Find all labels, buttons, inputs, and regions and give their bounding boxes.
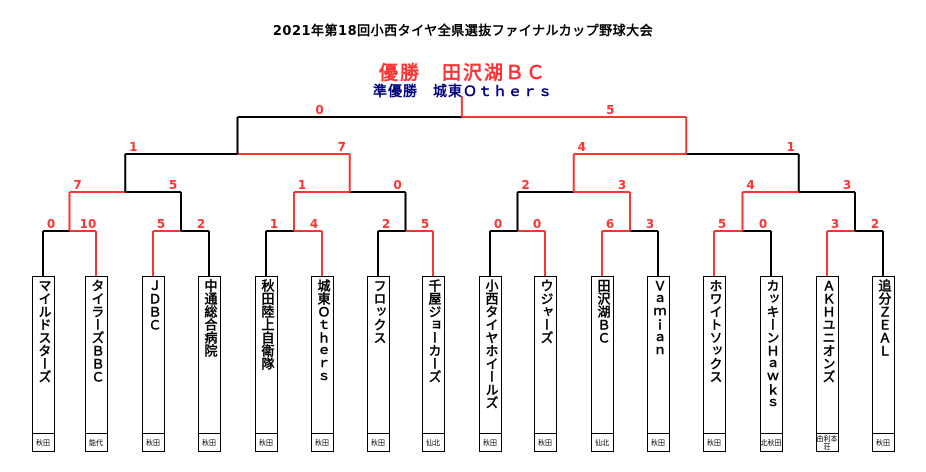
score-left: 5 [156, 217, 166, 231]
score-right: 3 [645, 217, 655, 231]
score-left: 5 [717, 217, 727, 231]
team-name: ＪＤＢＣ [145, 279, 161, 331]
runner-up-label: 準優勝 城東Ｏｔｈｅｒｓ [373, 84, 553, 100]
team-region: 由利本荘 [816, 433, 838, 451]
team-box: ホワイトソックス秋田 [702, 276, 726, 452]
team-name: ウジャーズ [537, 279, 553, 344]
score-left: 6 [605, 217, 615, 231]
final-score-left: 0 [315, 103, 324, 117]
score-left: 0 [46, 217, 56, 231]
team-name: 千屋ジョーカーズ [425, 279, 441, 383]
team-box: 中通総合病院秋田 [197, 276, 221, 452]
team-box: 小西タイヤホイールズ秋田 [478, 276, 502, 452]
team-box: Ｖａｍｉａｎ 秋田 [646, 276, 670, 452]
team-region: 秋田 [142, 433, 164, 451]
team-name: 追分ＺＥＡＬ [875, 279, 891, 357]
team-box: マイルドスターズ秋田 [31, 276, 55, 452]
champion-label: 優勝 田沢湖ＢＣ [378, 62, 547, 84]
team-region: 秋田 [479, 433, 501, 451]
score-left: 4 [577, 140, 586, 154]
team-region: 秋田 [32, 433, 54, 451]
team-region: 秋田 [311, 433, 333, 451]
score-left: 7 [73, 178, 82, 192]
team-name: カッキーンＨａｗｋｓ [763, 279, 779, 409]
team-name: フロックス [370, 279, 386, 344]
score-right: 4 [309, 217, 319, 231]
score-right: 10 [79, 217, 97, 231]
team-region: 能代 [85, 433, 107, 451]
score-right: 0 [393, 178, 402, 192]
team-box: フロックス秋田 [366, 276, 390, 452]
team-region: 秋田 [255, 433, 277, 451]
score-left: 0 [493, 217, 503, 231]
score-right: 5 [168, 178, 178, 192]
team-box: 千屋ジョーカーズ仙北 [421, 276, 445, 452]
team-box: 田沢湖ＢＣ 仙北 [590, 276, 614, 452]
team-region: 秋田 [367, 433, 389, 451]
team-box: 城東Ｏｔｈｅｒｓ 秋田 [310, 276, 334, 452]
team-box: 秋田陸上自衛隊秋田 [254, 276, 278, 452]
team-name: 秋田陸上自衛隊 [258, 279, 274, 370]
team-name: タイラーズＢＢＣ [88, 279, 104, 383]
team-name: 城東Ｏｔｈｅｒｓ [314, 279, 330, 383]
team-name: ホワイトソックス [706, 279, 722, 383]
team-box: ウジャーズ秋田 [533, 276, 557, 452]
final-score-right: 5 [606, 103, 615, 117]
score-right: 0 [532, 217, 542, 231]
score-left: 1 [129, 140, 138, 154]
team-region: 秋田 [647, 433, 669, 451]
team-box: カッキーンＨａｗｋｓ 北秋田 [759, 276, 783, 452]
score-left: 4 [746, 178, 755, 192]
team-region: 仙北 [422, 433, 444, 451]
team-region: 秋田 [872, 433, 894, 451]
score-right: 2 [870, 217, 880, 231]
team-name: 中通総合病院 [201, 279, 217, 357]
team-region: 仙北 [591, 433, 613, 451]
score-left: 3 [830, 217, 840, 231]
score-right: 7 [337, 140, 346, 154]
score-left: 2 [381, 217, 391, 231]
team-name: Ｖａｍｉａｎ [650, 279, 666, 357]
team-name: 田沢湖ＢＣ [594, 279, 610, 344]
team-name: マイルドスターズ [35, 279, 51, 383]
team-region: 秋田 [198, 433, 220, 451]
score-right: 5 [420, 217, 430, 231]
team-box: ＡＫＨユニオンズ由利本荘 [815, 276, 839, 452]
score-left: 2 [521, 178, 530, 192]
score-right: 3 [842, 178, 852, 192]
team-name: ＡＫＨユニオンズ [819, 279, 835, 383]
score-right: 2 [196, 217, 206, 231]
team-name: 小西タイヤホイールズ [482, 279, 498, 409]
team-box: タイラーズＢＢＣ 能代 [84, 276, 108, 452]
team-box: ＪＤＢＣ 秋田 [141, 276, 165, 452]
team-region: 秋田 [534, 433, 556, 451]
score-left: 1 [269, 217, 279, 231]
team-region: 秋田 [703, 433, 725, 451]
score-right: 0 [758, 217, 768, 231]
tournament-title: 2021年第18回小西タイヤ全県選抜ファイナルカップ野球大会 [272, 24, 654, 39]
team-region: 北秋田 [760, 433, 782, 451]
score-left: 1 [297, 178, 307, 192]
score-right: 3 [617, 178, 627, 192]
team-box: 追分ＺＥＡＬ 秋田 [871, 276, 895, 452]
score-right: 1 [786, 140, 795, 154]
